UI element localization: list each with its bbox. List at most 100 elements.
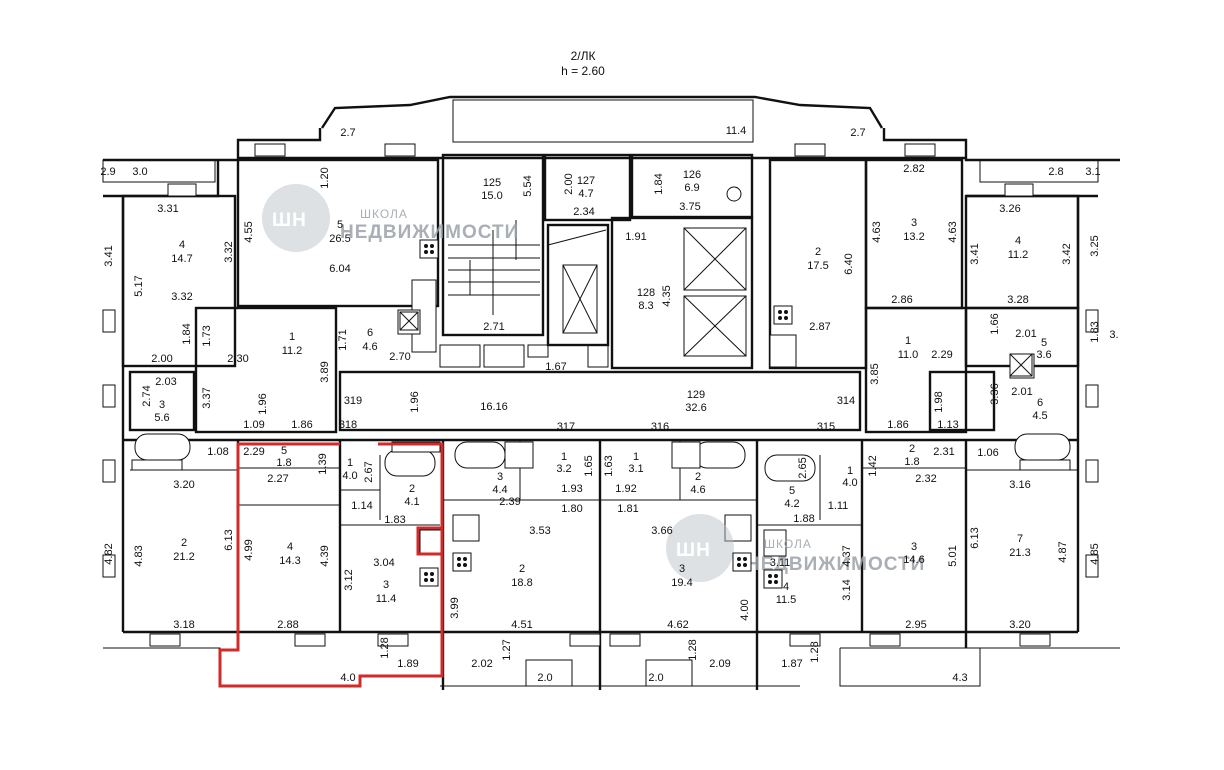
room-area: 21.3: [1009, 547, 1030, 559]
room-area: 6.9: [684, 182, 699, 194]
dimension: 1.13: [937, 419, 958, 431]
room-number: 128: [637, 287, 655, 299]
room-number: 3: [383, 579, 389, 591]
dimension: 1.93: [561, 483, 582, 495]
dimension: 1.71: [337, 329, 349, 350]
dimension: 1.11: [828, 500, 849, 512]
room-area: 4.6: [362, 341, 377, 353]
room-area: 4.2: [784, 498, 799, 510]
dimension: 1.14: [351, 500, 372, 512]
dimension: 4.55: [243, 221, 255, 242]
room-number: 127: [577, 175, 595, 187]
room-area: 4.0: [342, 470, 357, 482]
balcony-area: 2.7: [340, 127, 355, 139]
dimension: 3.: [1109, 329, 1118, 341]
room-area: 14.6: [903, 554, 924, 566]
dimension: 3.89: [319, 361, 331, 382]
room-area: 4.7: [578, 188, 593, 200]
dimension: 3.14: [841, 579, 853, 600]
dimension: 3.28: [1007, 294, 1028, 306]
dimension: 6.13: [969, 527, 981, 548]
dimension: 3.16: [1009, 479, 1030, 491]
dimension: 1.66: [989, 313, 1001, 334]
room-area: 1.8: [904, 456, 919, 468]
dimension: 2.00: [151, 353, 172, 365]
dimension: 2.00: [563, 173, 575, 194]
windows: [102, 143, 1099, 647]
dimension: 1.83: [1089, 321, 1101, 342]
dimension: 2.74: [141, 385, 153, 406]
dimension: 4.87: [1057, 541, 1069, 562]
dimension: 1.09: [243, 419, 264, 431]
dimension: 2.70: [389, 351, 410, 363]
dimension: 2.88: [277, 619, 298, 631]
dimension: 3.25: [1089, 235, 1101, 256]
room-area: 11.2: [1008, 249, 1029, 261]
dimension: 1.86: [887, 419, 908, 431]
dimension: 1.83: [384, 514, 405, 526]
balcony-area: 2.7: [850, 127, 865, 139]
dimension: 1.84: [653, 173, 665, 194]
room-area: 11.2: [282, 345, 303, 357]
dimension: 1.65: [583, 455, 595, 476]
fixtures: [399, 186, 1033, 589]
balcony-area: 2.0: [537, 672, 552, 684]
dimension: 1.89: [397, 658, 418, 670]
room-number: 2: [695, 471, 701, 483]
room-area: 4.1: [404, 496, 419, 508]
room-number: 3: [679, 563, 685, 575]
room-area: 3.6: [1036, 349, 1051, 361]
room-area: 5.6: [154, 412, 169, 424]
dimension: 2.32: [915, 473, 936, 485]
dimension: 3.20: [1009, 619, 1030, 631]
dimension: 4.99: [243, 539, 255, 560]
dimension: 3.26: [999, 203, 1020, 215]
dimension: 4.37: [841, 545, 853, 566]
room-area: 1.8: [276, 457, 291, 469]
dimension: 2.39: [499, 496, 520, 508]
watermark: ШН ШКОЛА НЕДВИЖИМОСТИ ШН ШКОЛА НЕДВИЖИМО…: [262, 184, 925, 582]
balcony-area: 2.8: [1048, 166, 1063, 178]
dimension: 4.00: [739, 599, 751, 620]
dimension: 6.13: [223, 529, 235, 550]
room-number: 129: [687, 389, 705, 401]
dimension: 1.96: [409, 391, 421, 412]
dimension: 3.18: [173, 619, 194, 631]
dimension: 16.16: [480, 401, 508, 413]
balcony-area: 3.0: [132, 166, 147, 178]
dimension: 4.63: [871, 221, 883, 242]
room-number: 5: [337, 219, 343, 231]
dimension-labels: 6.04 3.31 3.32 2.00 2.30 2.70 2.34 3.75 …: [151, 163, 1036, 670]
dimension: 3.20: [173, 479, 194, 491]
section-label: 2/ЛК: [571, 49, 596, 63]
room-number: 5: [789, 485, 795, 497]
balcony-area: 4.3: [952, 672, 967, 684]
room-area: 13.2: [903, 231, 924, 243]
dimension: 2.86: [891, 294, 912, 306]
room-area: 14.7: [171, 253, 192, 265]
room-number: 1: [289, 331, 295, 343]
watermark-line2-2: НЕДВИЖИМОСТИ: [746, 554, 925, 575]
highlighted-duct: [416, 526, 444, 556]
dimension: 1.08: [207, 446, 228, 458]
dimension: 2.01: [1015, 328, 1036, 340]
dimension: 3.41: [103, 245, 115, 266]
room-number: 3: [911, 217, 917, 229]
dimension: 3.32: [223, 241, 235, 262]
room-area: 18.8: [511, 577, 532, 589]
room-number: 3: [159, 399, 165, 411]
room-labels: 5 26.5 4 14.7 125 15.0 127 4.7 126 6.9 1…: [154, 169, 1051, 606]
room-area: 4.4: [492, 484, 507, 496]
room-number: 1: [347, 457, 353, 469]
dimension: 4.51: [511, 619, 532, 631]
room-number: 4: [179, 239, 185, 251]
dimension: 3.53: [529, 525, 550, 537]
dimension: 2.09: [709, 658, 730, 670]
room-number: 2: [815, 246, 821, 258]
dimension: 4.62: [667, 619, 688, 631]
highlighted-apartment-outline: [218, 442, 444, 688]
room-area: 3.2: [556, 463, 571, 475]
dimension: 6.04: [329, 263, 350, 275]
apartment-number: 316: [651, 421, 669, 433]
